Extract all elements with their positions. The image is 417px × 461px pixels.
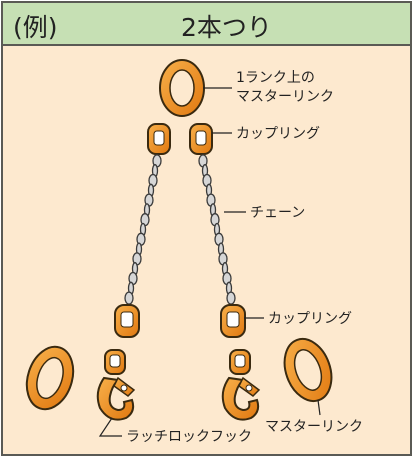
latch-lock-hook-left xyxy=(96,349,136,421)
label-latch-lock-hook: ラッチロックフック xyxy=(126,429,252,445)
coupling-top-right xyxy=(189,123,213,155)
label-coupling-top: カップリング xyxy=(236,126,320,142)
master-link-left xyxy=(25,345,75,411)
header-bar: (例) 2本つり xyxy=(3,3,410,46)
leader-master-link xyxy=(317,399,321,416)
label-upper-master-link-line2: マスターリンク xyxy=(236,89,334,105)
chain-left xyxy=(124,154,162,305)
master-link-right xyxy=(283,338,333,402)
leader-latch-lock-hook xyxy=(98,417,122,437)
label-master-link: マスターリンク xyxy=(265,419,363,435)
upper-master-link xyxy=(159,59,205,117)
chain-right xyxy=(198,154,236,305)
leader-lines xyxy=(98,87,321,437)
label-upper-master-link-line1: 1ランク上の xyxy=(236,70,315,86)
chain-link xyxy=(124,291,134,305)
latch-lock-hook-right xyxy=(221,349,261,421)
coupling-bottom-left xyxy=(114,304,140,338)
header-example-label: (例) xyxy=(13,13,58,42)
header-title: 2本つり xyxy=(181,13,272,42)
coupling-bottom-right xyxy=(220,304,246,338)
chain-link xyxy=(226,291,236,305)
label-coupling-bottom: カップリング xyxy=(268,311,352,327)
label-chain: チェーン xyxy=(250,205,305,221)
coupling-top-left xyxy=(147,123,171,155)
